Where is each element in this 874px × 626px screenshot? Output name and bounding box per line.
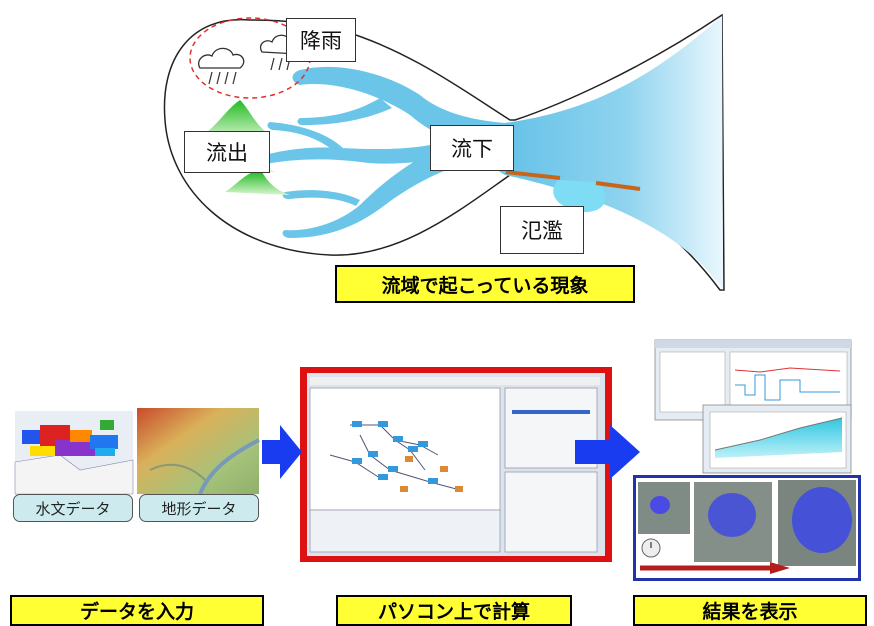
flood-result-panel	[633, 475, 861, 581]
terrain-data-map	[137, 408, 260, 495]
flood-levee	[505, 170, 641, 212]
rain-label: 降雨	[286, 18, 356, 62]
compute-banner: パソコン上で計算	[336, 595, 572, 626]
result-window-back	[654, 339, 852, 421]
runoff-label: 流出	[184, 131, 270, 173]
phenomena-banner: 流域で起こっている現象	[335, 265, 635, 303]
arrow-compute-to-result	[575, 425, 640, 479]
result-window-front	[702, 404, 852, 474]
hydro-data-map	[14, 411, 134, 495]
flow-label: 流下	[430, 125, 514, 171]
terrain-data-label: 地形データ	[139, 494, 259, 522]
result-banner: 結果を表示	[633, 595, 867, 626]
flood-label: 氾濫	[500, 206, 584, 254]
hydro-data-label: 水文データ	[13, 494, 133, 522]
input-banner: データを入力	[10, 595, 264, 626]
river-network	[247, 16, 723, 290]
arrow-input-to-compute	[262, 425, 302, 479]
software-screen	[300, 367, 612, 562]
